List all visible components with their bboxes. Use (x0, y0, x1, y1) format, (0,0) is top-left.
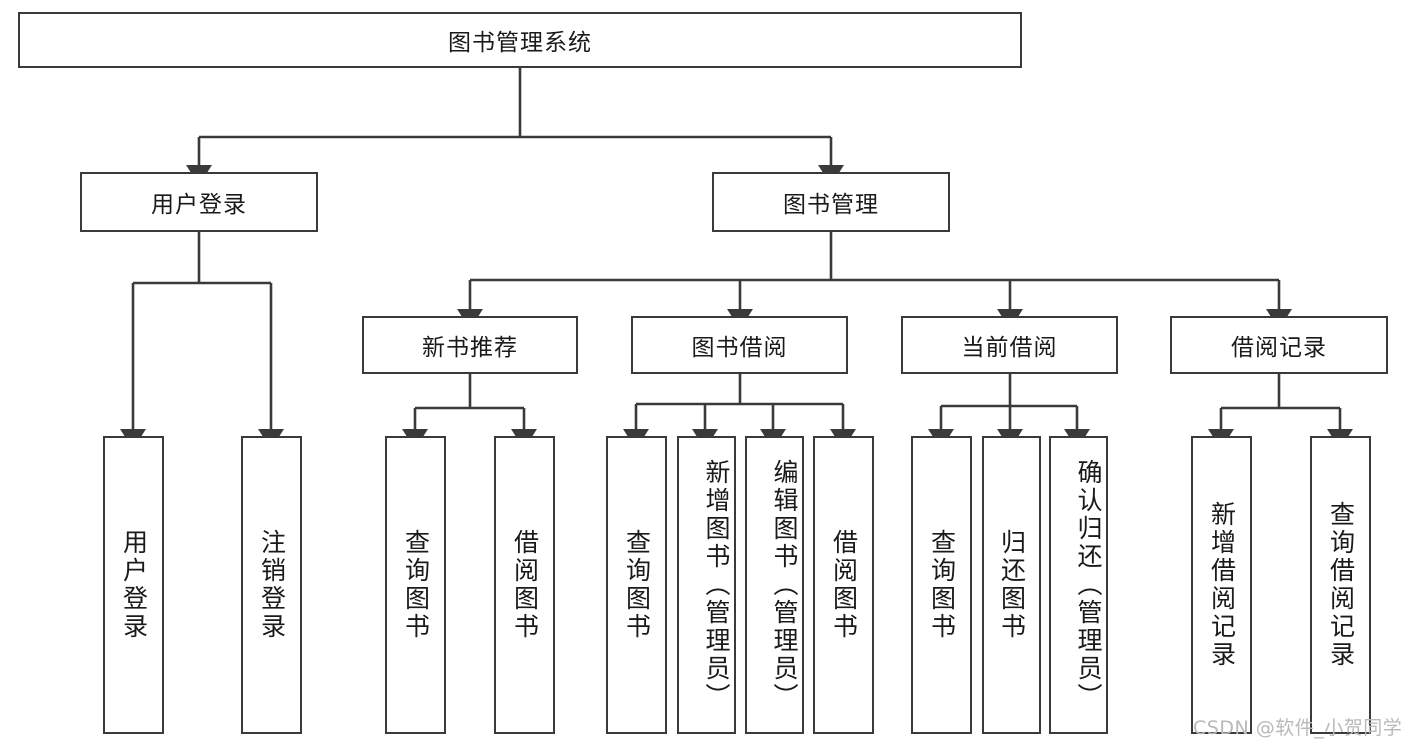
node-leaf-borrow-book-2[interactable]: 借阅图书 (813, 436, 874, 734)
node-book-manage-label: 图书管理 (783, 192, 879, 218)
node-leaf-return-book-label: 归还图书 (997, 529, 1027, 641)
node-current-borrow-label: 当前借阅 (961, 335, 1058, 361)
node-leaf-logout[interactable]: 注销登录 (241, 436, 302, 734)
node-leaf-query-record-label: 查询借阅记录 (1326, 501, 1356, 669)
node-book-borrow[interactable]: 图书借阅 (631, 316, 848, 374)
node-user-login[interactable]: 用户登录 (80, 172, 318, 232)
node-leaf-logout-label: 注销登录 (257, 529, 287, 641)
csdn-watermark: CSDN @软件_小贺同学 (1193, 717, 1403, 739)
node-leaf-borrow-book-2-label: 借阅图书 (829, 529, 859, 641)
node-current-borrow[interactable]: 当前借阅 (901, 316, 1118, 374)
node-leaf-query-book-2[interactable]: 查询图书 (606, 436, 667, 734)
node-leaf-user-login-label: 用户登录 (119, 529, 149, 641)
node-book-manage[interactable]: 图书管理 (712, 172, 950, 232)
node-root[interactable]: 图书管理系统 (18, 12, 1022, 68)
node-borrow-record-label: 借阅记录 (1231, 335, 1327, 361)
node-book-borrow-label: 图书借阅 (691, 335, 788, 361)
node-leaf-query-book-2-label: 查询图书 (622, 529, 652, 641)
node-borrow-record[interactable]: 借阅记录 (1170, 316, 1388, 374)
node-leaf-borrow-book-1-label: 借阅图书 (510, 529, 540, 641)
node-leaf-borrow-book-1[interactable]: 借阅图书 (494, 436, 555, 734)
node-leaf-add-book[interactable]: 新增图书（管理员） (677, 436, 736, 734)
node-leaf-query-book-1[interactable]: 查询图书 (385, 436, 446, 734)
node-leaf-query-record[interactable]: 查询借阅记录 (1310, 436, 1371, 734)
node-leaf-confirm-return[interactable]: 确认归还（管理员） (1049, 436, 1108, 734)
node-user-login-label: 用户登录 (151, 192, 247, 218)
node-new-book-rec-label: 新书推荐 (422, 335, 518, 361)
node-leaf-query-book-3-label: 查询图书 (927, 529, 957, 641)
node-leaf-query-book-1-label: 查询图书 (401, 529, 431, 641)
node-leaf-edit-book[interactable]: 编辑图书（管理员） (745, 436, 804, 734)
node-root-label: 图书管理系统 (448, 30, 592, 56)
node-leaf-add-book-label: 新增图书（管理员） (702, 459, 731, 711)
node-leaf-edit-book-label: 编辑图书（管理员） (770, 459, 799, 711)
node-leaf-query-book-3[interactable]: 查询图书 (911, 436, 972, 734)
node-leaf-return-book[interactable]: 归还图书 (982, 436, 1041, 734)
node-leaf-add-record[interactable]: 新增借阅记录 (1191, 436, 1252, 734)
node-new-book-rec[interactable]: 新书推荐 (362, 316, 578, 374)
node-leaf-confirm-return-label: 确认归还（管理员） (1074, 459, 1103, 711)
node-leaf-add-record-label: 新增借阅记录 (1207, 501, 1237, 669)
node-leaf-user-login[interactable]: 用户登录 (103, 436, 164, 734)
